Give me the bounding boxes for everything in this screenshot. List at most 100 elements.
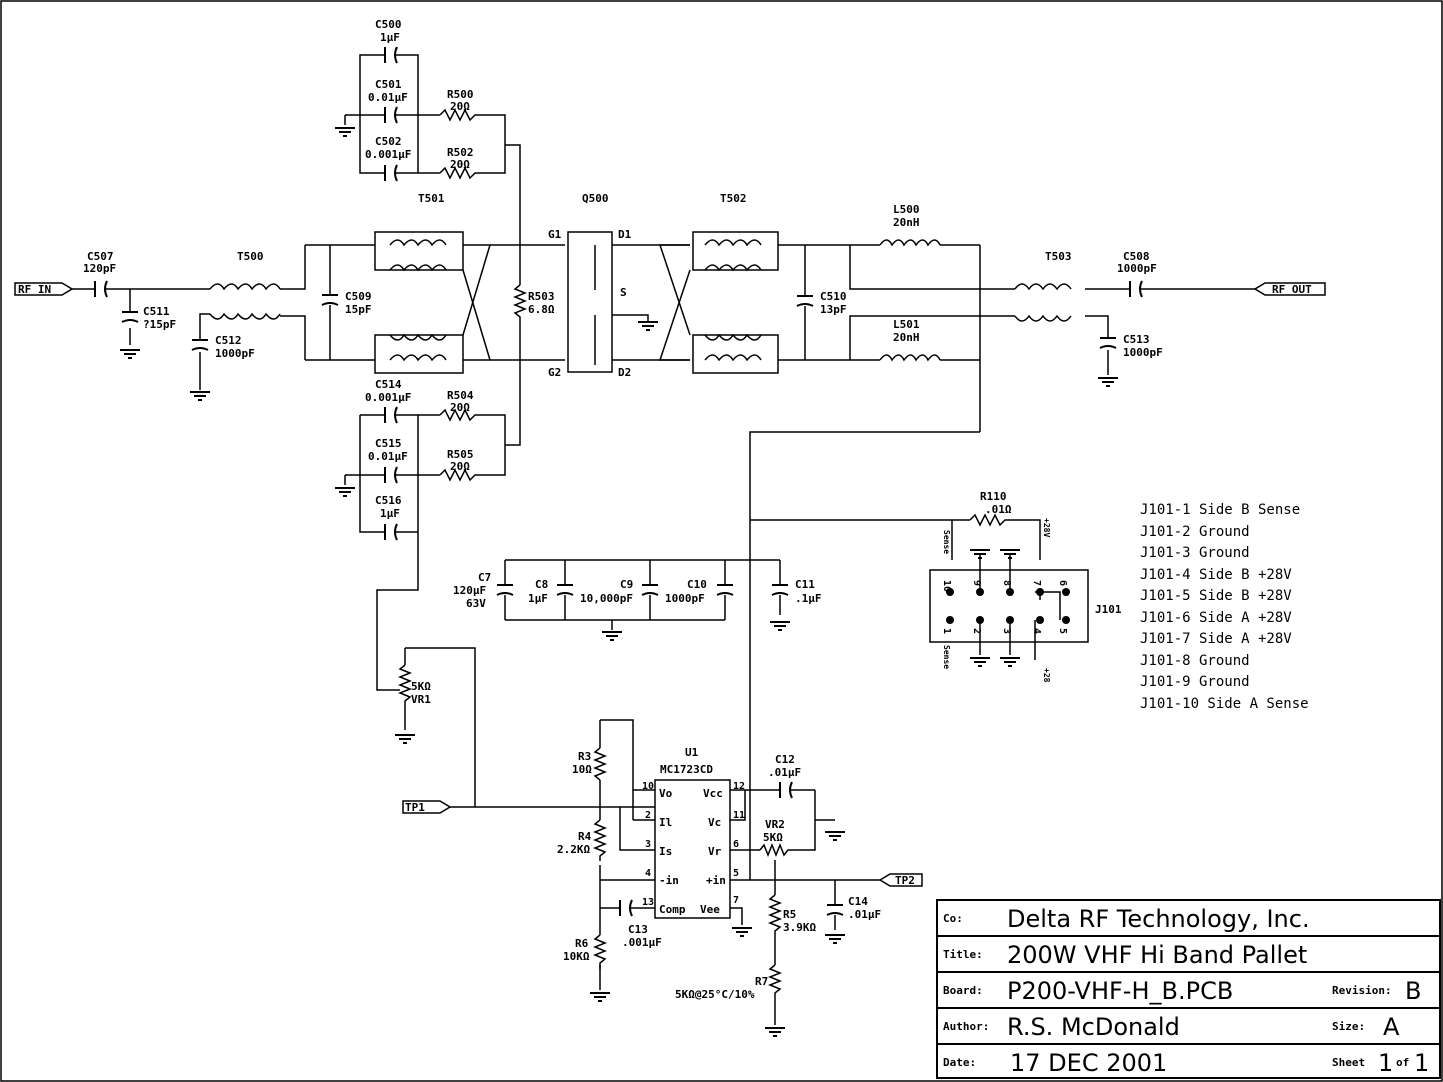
u1-pin-2: 2 <box>645 810 651 821</box>
c512-val: 1000pF <box>215 347 255 360</box>
q500-s: S <box>620 286 627 299</box>
c7-ref: C7 <box>478 571 491 584</box>
l501-val: 20nH <box>893 331 920 344</box>
q500-g2: G2 <box>548 366 561 379</box>
u1-pin-11: 11 <box>733 810 745 821</box>
c515-ref: C515 <box>375 437 402 450</box>
c511-ref: C511 <box>143 305 170 318</box>
legend-line-6: J101-6 Side A +28V <box>1140 610 1292 626</box>
j101-pin-5: 5 <box>1057 628 1068 634</box>
j101-28-bottom: +28 <box>1042 668 1051 683</box>
tb-sheet-label: Sheet <box>1332 1056 1365 1069</box>
r502-ref: R502 <box>447 146 474 159</box>
legend-line-3: J101-3 Ground <box>1140 545 1250 561</box>
tb-title-label: Title: <box>943 948 983 961</box>
c502-val: 0.001µF <box>365 148 411 161</box>
c507-ref: C507 <box>87 250 114 263</box>
tb-date: 17 DEC 2001 <box>1010 1049 1167 1077</box>
legend-line-9: J101-9 Ground <box>1140 674 1250 690</box>
tb-company: Delta RF Technology, Inc. <box>1007 905 1310 933</box>
c501-val: 0.01µF <box>368 91 408 104</box>
u1-vcc: Vcc <box>703 787 723 800</box>
c14-ref: C14 <box>848 895 868 908</box>
j101-pin-9: 9 <box>971 580 982 586</box>
j101-pin-10: 10 <box>941 580 952 592</box>
legend-line-10: J101-10 Side A Sense <box>1140 696 1309 712</box>
c14-val: .01µF <box>848 908 881 921</box>
c509-val: 15pF <box>345 303 372 316</box>
u1-pin-13: 13 <box>642 897 654 908</box>
j101-ref: J101 <box>1095 603 1122 616</box>
tb-of-label: of <box>1396 1056 1409 1069</box>
r3-ref: R3 <box>578 750 591 763</box>
r503-val: 6.8Ω <box>528 303 555 316</box>
u1-pin-5: 5 <box>733 868 739 879</box>
r504-val: 20Ω <box>450 401 470 414</box>
c508-ref: C508 <box>1123 250 1150 263</box>
c511-val: ?15pF <box>143 318 176 331</box>
u1-vr: Vr <box>708 845 722 858</box>
q500-ref: Q500 <box>582 192 609 205</box>
c508-val: 1000pF <box>1117 262 1157 275</box>
u1-pin-12: 12 <box>733 781 745 792</box>
r500-ref: R500 <box>447 88 474 101</box>
c11-ref: C11 <box>795 578 815 591</box>
u1-pin-7: 7 <box>733 895 739 906</box>
u1-ref: U1 <box>685 746 699 759</box>
legend-line-4: J101-4 Side B +28V <box>1140 567 1292 583</box>
c500-ref: C500 <box>375 18 402 31</box>
tb-author: R.S. McDonald <box>1007 1013 1180 1041</box>
j101-pin-1: 1 <box>941 628 952 634</box>
c513-val: 1000pF <box>1123 346 1163 359</box>
vr2-val: 5KΩ <box>763 831 783 844</box>
tb-author-label: Author: <box>943 1020 989 1033</box>
tp1-port <box>402 800 452 814</box>
c516-val: 1µF <box>380 507 400 520</box>
c9-val: 10,000pF <box>580 592 633 605</box>
u1-pin-6: 6 <box>733 839 739 850</box>
c13-val: .001µF <box>622 936 662 949</box>
legend-line-5: J101-5 Side B +28V <box>1140 588 1292 604</box>
rf-in-port <box>14 282 74 296</box>
j101-sense-top: Sense <box>942 530 951 554</box>
c507-val: 120pF <box>83 262 116 275</box>
c7-val2: 63V <box>466 597 486 610</box>
c8-ref: C8 <box>535 578 548 591</box>
r7-val: 5KΩ@25°C/10% <box>675 988 755 1001</box>
u1-vc: Vc <box>708 816 721 829</box>
u1-pin-plus: +in <box>706 874 726 887</box>
connector-legend: J101-1 Side B Sense J101-2 Ground J101-3… <box>1140 502 1309 712</box>
t502-ref: T502 <box>720 192 747 205</box>
j101-pin-4: 4 <box>1031 628 1042 634</box>
tb-sheet: 1 <box>1378 1049 1393 1077</box>
u1-vo: Vo <box>659 787 673 800</box>
q500-d2: D2 <box>618 366 631 379</box>
legend-line-8: J101-8 Ground <box>1140 653 1250 669</box>
c12-ref: C12 <box>775 753 795 766</box>
tb-date-label: Date: <box>943 1056 976 1069</box>
u1-part: MC1723CD <box>660 763 713 776</box>
vr2-ref: VR2 <box>765 818 785 831</box>
c12-val: .01µF <box>768 766 801 779</box>
r4-val: 2.2KΩ <box>557 843 590 856</box>
t500-ref: T500 <box>237 250 264 263</box>
legend-line-2: J101-2 Ground <box>1140 524 1250 540</box>
l500-ref: L500 <box>893 203 920 216</box>
legend-line-7: J101-7 Side A +28V <box>1140 631 1292 647</box>
tb-board-label: Board: <box>943 984 983 997</box>
r110-ref: R110 <box>980 490 1007 503</box>
c502-ref: C502 <box>375 135 402 148</box>
tp1-label: TP1 <box>405 801 425 814</box>
u1-comp: Comp <box>659 903 686 916</box>
t501-ref: T501 <box>418 192 445 205</box>
j101-pin-7: 7 <box>1031 580 1042 586</box>
r500-val: 20Ω <box>450 100 470 113</box>
u1-is: Is <box>659 845 672 858</box>
q500-g1: G1 <box>548 228 562 241</box>
t503-ref: T503 <box>1045 250 1072 263</box>
j101-pins: 10 9 8 7 6 1 2 3 4 5 Sense Sense +28V +2… <box>941 518 1070 683</box>
c514-ref: C514 <box>375 378 402 391</box>
c501-ref: C501 <box>375 78 402 91</box>
r5-val: 3.9KΩ <box>783 921 816 934</box>
tb-revision: B <box>1405 977 1421 1005</box>
